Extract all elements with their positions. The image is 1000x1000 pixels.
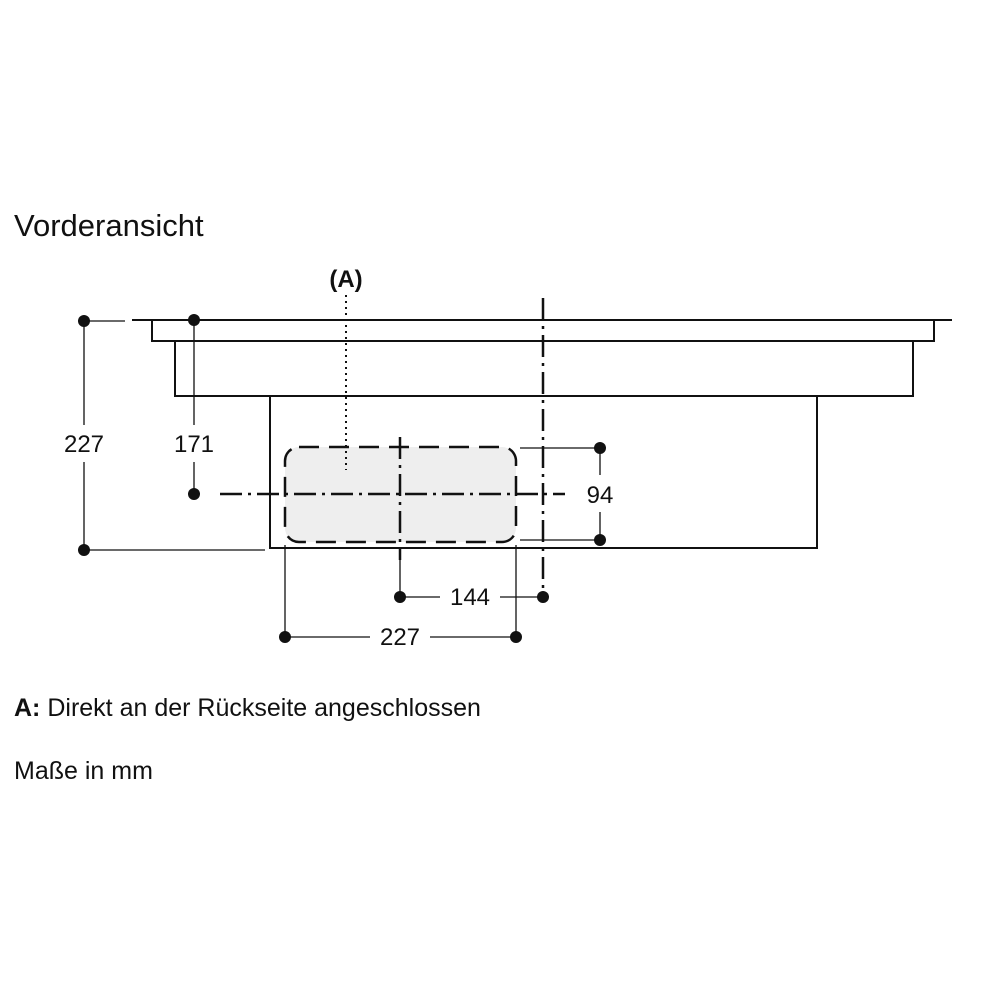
dim-opening-height: 94 [587, 482, 614, 509]
callout-a-label: (A) [329, 266, 362, 293]
dim-center-height: 171 [174, 431, 214, 458]
legend-text: Direkt an der Rückseite angeschlossen [47, 694, 481, 722]
legend-key: A: [14, 694, 41, 722]
view-title: Vorderansicht [14, 208, 204, 243]
dim-total-height: 227 [64, 431, 104, 458]
hob-body [174, 341, 914, 397]
dim-opening-width: 227 [380, 624, 420, 651]
units-note: Maße in mm [14, 757, 153, 785]
legend-a: A: Direkt an der Rückseite angeschlossen [14, 694, 481, 723]
dimension-dots [78, 314, 606, 643]
dim-center-offset: 144 [450, 584, 490, 611]
